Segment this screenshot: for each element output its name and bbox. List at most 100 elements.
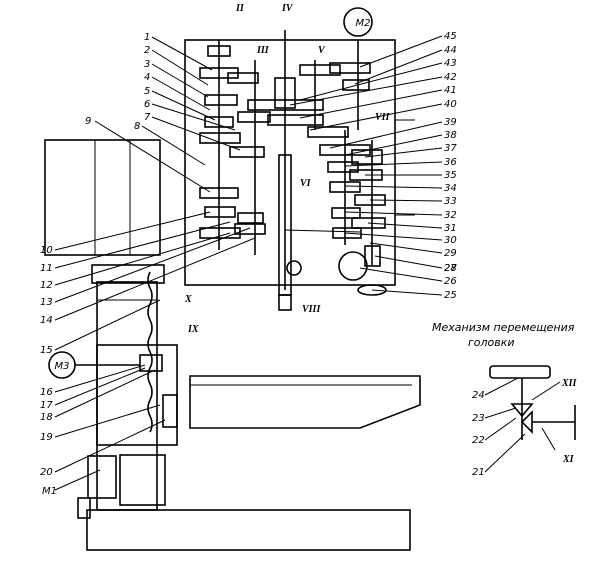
leader-lines-left xyxy=(54,36,256,491)
gear-6 xyxy=(237,111,271,123)
callout-45: 45 xyxy=(444,31,457,42)
gear-36 xyxy=(327,161,359,173)
callout-18: 18 xyxy=(40,412,53,423)
callout-17: 17 xyxy=(40,400,53,411)
radial-arm xyxy=(189,375,421,429)
handwheel-25 xyxy=(357,284,387,296)
shaft-xii-label: XII xyxy=(561,378,578,389)
worm-27 xyxy=(364,245,381,267)
callout-42: 42 xyxy=(444,72,457,83)
callout-30: 30 xyxy=(444,235,457,246)
gear-20 xyxy=(162,394,178,428)
motor-m2-circle xyxy=(343,7,373,37)
callout-32: 32 xyxy=(444,210,457,221)
callout-43: 43 xyxy=(444,58,457,69)
callout-24: 24 xyxy=(472,390,485,401)
shaft-viii-label: VIII xyxy=(302,304,321,315)
callout-40: 40 xyxy=(444,99,457,110)
worm-wheel-26 xyxy=(338,251,368,281)
callout-20: 20 xyxy=(40,467,53,478)
callout-10: 10 xyxy=(40,245,53,256)
callout-41: 41 xyxy=(444,85,457,96)
gear-11 xyxy=(237,212,264,224)
gear-30 xyxy=(351,217,386,229)
gear-1 xyxy=(207,45,231,57)
callout-5: 5 xyxy=(144,86,150,97)
shaft-vi-label: VI xyxy=(300,178,312,189)
gear-block-iv xyxy=(274,77,296,109)
nut-17 xyxy=(139,354,163,372)
callout-27: 27 xyxy=(444,263,457,274)
gear-34 xyxy=(329,181,361,193)
gear-iv-low xyxy=(267,114,324,126)
gear-3 xyxy=(227,72,259,84)
callout-26: 26 xyxy=(444,276,457,287)
callout-6: 6 xyxy=(144,99,150,110)
spindle-tip xyxy=(278,294,292,311)
pinion-viii xyxy=(286,260,302,276)
callout-15: 15 xyxy=(40,345,53,356)
gear-13 xyxy=(234,223,266,235)
motor-m3-label: M3 xyxy=(55,361,70,372)
callout-14: 14 xyxy=(40,315,53,326)
shaft-ix-label: IX xyxy=(187,324,199,335)
shaft-ii-label: II xyxy=(235,3,245,14)
callout-9: 9 xyxy=(85,116,91,127)
callout-35: 35 xyxy=(444,170,457,181)
callout-21: 21 xyxy=(472,467,485,478)
callout-7: 7 xyxy=(144,112,151,123)
gear-v-top xyxy=(299,64,341,76)
shaft-iv-label: IV xyxy=(281,3,294,14)
machine-base xyxy=(86,509,411,551)
drive-housing-left xyxy=(44,139,161,256)
callout-19: 19 xyxy=(40,432,53,443)
callout-25: 25 xyxy=(444,290,457,301)
shaft-x-label: X xyxy=(184,294,192,305)
gear-4 xyxy=(204,94,238,106)
gear-9 xyxy=(199,187,239,199)
caption-line-2: головки xyxy=(468,336,515,349)
shaft-v-label: V xyxy=(318,45,326,56)
gear-7 xyxy=(199,132,241,144)
gear-5 xyxy=(204,116,234,128)
shaft-xi-label: XI xyxy=(562,454,575,465)
callout-38: 38 xyxy=(444,130,457,141)
callout-2: 2 xyxy=(144,45,150,56)
gear-29 xyxy=(332,227,362,239)
caption-line-1: Механизм перемещения xyxy=(432,321,575,334)
shaft-iii-label: III xyxy=(256,45,270,56)
callout-16: 16 xyxy=(40,387,53,398)
callout-31: 31 xyxy=(444,223,457,234)
leader-lines-right xyxy=(289,35,443,296)
callout-29: 29 xyxy=(444,248,457,259)
gear-44 xyxy=(342,79,370,91)
callout-37: 37 xyxy=(444,143,457,154)
gear-12 xyxy=(199,227,241,239)
motor-m2-label: M2 xyxy=(356,18,371,29)
callout-22: 22 xyxy=(472,435,485,446)
gear-8 xyxy=(229,146,265,158)
callout-44: 44 xyxy=(444,45,457,56)
bevel-gear-22 xyxy=(510,403,534,418)
callout-34: 34 xyxy=(444,183,457,194)
motor-m1-label: M1 xyxy=(42,486,57,497)
gear-31 xyxy=(331,207,361,219)
callout-23: 23 xyxy=(472,413,485,424)
head-travel-mechanism xyxy=(484,365,576,473)
gear-10 xyxy=(204,206,236,218)
callout-13: 13 xyxy=(40,297,53,308)
gear-iv-mid xyxy=(247,99,324,111)
handwheel-24 xyxy=(489,365,551,379)
callout-39: 39 xyxy=(444,117,457,128)
shaft-vii-label: VII xyxy=(375,112,391,123)
callout-11: 11 xyxy=(40,263,53,274)
leadscrew-x xyxy=(147,271,153,433)
gear-v-low xyxy=(307,126,349,138)
gear-45 xyxy=(329,62,371,74)
lower-block xyxy=(119,454,166,506)
gearbox-housing xyxy=(184,39,396,286)
motor-m1-housing xyxy=(87,455,117,499)
callout-28: 28 xyxy=(444,263,457,274)
callout-3: 3 xyxy=(144,59,150,70)
